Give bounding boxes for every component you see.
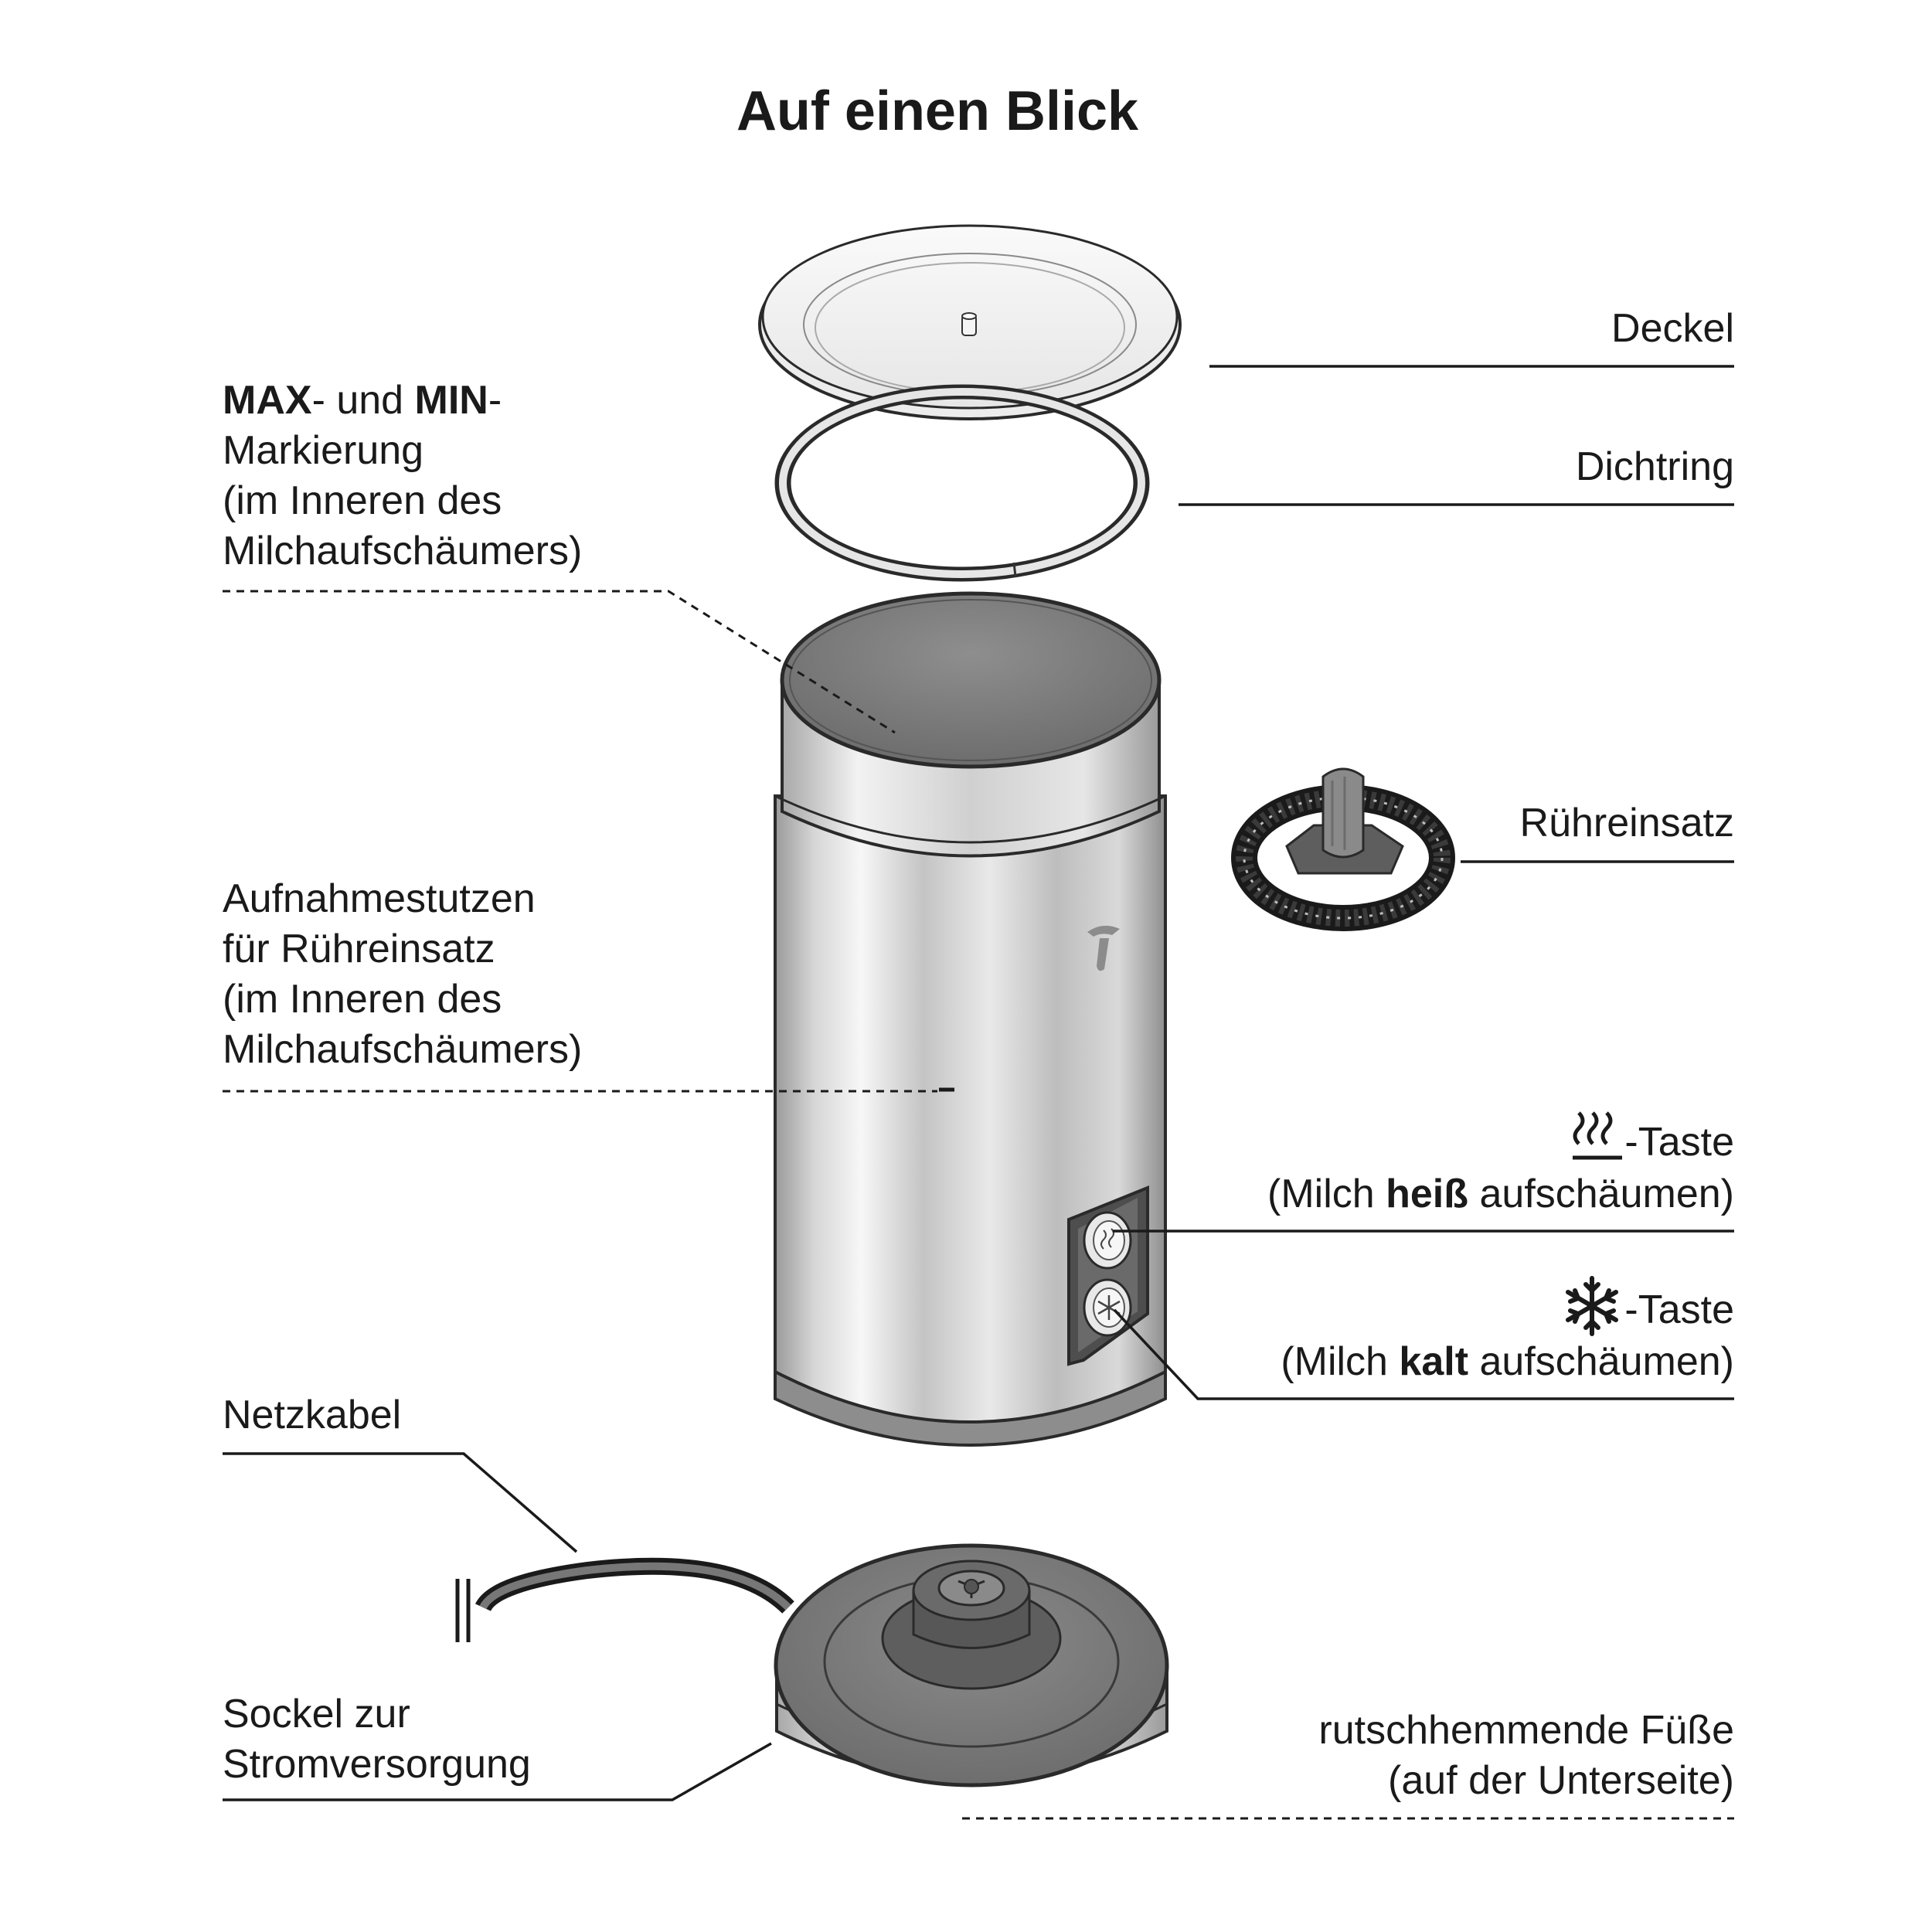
frother-jug-illustration: [774, 591, 1167, 1447]
hot-froth-button[interactable]: [1083, 1211, 1132, 1270]
power-base-illustration: [455, 1543, 1169, 1787]
sealing-ring-illustration: [774, 384, 1150, 582]
svg-text:Markierung: Markierung: [223, 428, 423, 473]
steam-icon: [1573, 1111, 1622, 1160]
leader-sockel: [223, 1742, 772, 1801]
label-dichtring: Dichtring: [1576, 444, 1734, 489]
label-max-min: MAX- und MIN- Markierung (im Inneren des…: [223, 378, 582, 573]
svg-text:-Taste: -Taste: [1624, 1287, 1734, 1332]
svg-text:Milchaufschäumers): Milchaufschäumers): [223, 529, 582, 573]
svg-text:Aufnahmestutzen: Aufnahmestutzen: [223, 876, 536, 921]
snowflake-icon: [1566, 1276, 1618, 1336]
svg-text:(Milch heiß aufschäumen): (Milch heiß aufschäumen): [1267, 1172, 1734, 1216]
page-title: Auf einen Blick: [736, 80, 1139, 142]
svg-text:Sockel zur: Sockel zur: [223, 1692, 410, 1736]
label-sockel: Sockel zur Stromversorgung: [223, 1692, 531, 1787]
lid-illustration: [758, 224, 1182, 420]
leader-lines: [223, 365, 1734, 1820]
leader-kalt: [1113, 1308, 1734, 1400]
label-aufnahme: Aufnahmestutzen für Rühreinsatz (im Inne…: [223, 876, 582, 1072]
label-ruehreinsatz: Rühreinsatz: [1520, 801, 1734, 845]
leader-netzkabel: [223, 1452, 578, 1553]
svg-text:(Milch kalt aufschäumen): (Milch kalt aufschäumen): [1281, 1339, 1734, 1384]
whisk-illustration: [1231, 767, 1455, 931]
label-kalt: -Taste (Milch kalt aufschäumen): [1281, 1276, 1734, 1384]
svg-text:MAX- und MIN-: MAX- und MIN-: [223, 378, 502, 423]
svg-text:rutschhemmende Füße: rutschhemmende Füße: [1318, 1708, 1734, 1753]
leader-max-min: [223, 590, 896, 734]
svg-text:(im Inneren des: (im Inneren des: [223, 977, 502, 1022]
cold-froth-button[interactable]: [1083, 1278, 1132, 1337]
brand-logo-icon: [1087, 925, 1120, 971]
label-netzkabel: Netzkabel: [223, 1393, 401, 1437]
svg-text:-Taste: -Taste: [1624, 1120, 1734, 1165]
svg-text:Stromversorgung: Stromversorgung: [223, 1742, 531, 1787]
svg-text:(im Inneren des: (im Inneren des: [223, 478, 502, 523]
svg-text:für Rühreinsatz: für Rühreinsatz: [223, 927, 495, 971]
label-fuesse: rutschhemmende Füße (auf der Unterseite): [1318, 1708, 1734, 1803]
label-heiss: -Taste (Milch heiß aufschäumen): [1267, 1111, 1734, 1216]
svg-text:Milchaufschäumers): Milchaufschäumers): [223, 1027, 582, 1072]
svg-text:(auf der Unterseite): (auf der Unterseite): [1388, 1758, 1734, 1803]
label-deckel: Deckel: [1611, 306, 1734, 351]
